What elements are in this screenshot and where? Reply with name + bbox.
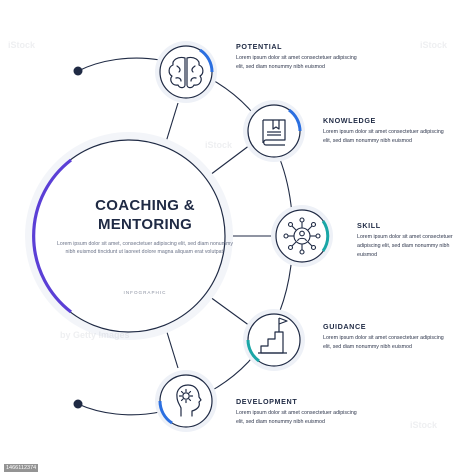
top-lead-line — [77, 57, 161, 72]
step-heading: GUIDANCE — [323, 322, 367, 331]
top-end-dot — [73, 66, 83, 76]
step-label-knowledge: KNOWLEDGE Lorem ipsum dolor sit amet con… — [323, 116, 455, 146]
step-description: Lorem ipsum dolor sit amet consectetuer … — [236, 410, 357, 425]
step-heading: KNOWLEDGE — [323, 116, 376, 125]
step-heading: POTENTIAL — [236, 42, 283, 51]
book-icon — [262, 119, 286, 146]
center-title-line1: COACHING & — [95, 197, 195, 214]
spoke-guidance — [205, 293, 251, 327]
center-accent-arc — [32, 158, 72, 314]
node-potential — [155, 41, 217, 103]
bottom-lead-line — [77, 403, 161, 416]
center-body-text: Lorem ipsum dolor sit amet, consectetuer… — [57, 241, 233, 255]
center-title: COACHING & MENTORING — [65, 196, 225, 234]
node-guidance — [243, 309, 305, 371]
step-description: Lorem ipsum dolor sit amet consectetuer … — [323, 129, 444, 144]
step-description: Lorem ipsum dolor sit amet consectetuer … — [236, 55, 357, 70]
step-description: Lorem ipsum dolor sit amet consectetuer … — [357, 234, 453, 258]
center-title-line2: MENTORING — [97, 216, 193, 233]
head-gear-icon — [176, 384, 202, 417]
step-heading: DEVELOPMENT — [236, 397, 298, 406]
step-label-potential: POTENTIAL Lorem ipsum dolor sit amet con… — [236, 42, 368, 72]
step-label-development: DEVELOPMENT Lorem ipsum dolor sit amet c… — [236, 397, 368, 427]
stairs-flag-icon — [258, 317, 288, 354]
brain-icon — [168, 56, 204, 89]
network-person-icon — [283, 217, 321, 255]
step-label-skill: SKILL Lorem ipsum dolor sit amet consect… — [357, 221, 474, 259]
node-knowledge — [243, 100, 305, 162]
center-subtitle: INFOGRAPHIC — [123, 290, 167, 295]
spoke-knowledge — [205, 144, 251, 179]
step-label-guidance: GUIDANCE Lorem ipsum dolor sit amet cons… — [323, 322, 455, 352]
stock-image-id: 1466112374 — [4, 464, 39, 472]
bottom-end-dot — [73, 399, 83, 409]
step-heading: SKILL — [357, 221, 381, 230]
step-description: Lorem ipsum dolor sit amet consectetuer … — [323, 335, 444, 350]
